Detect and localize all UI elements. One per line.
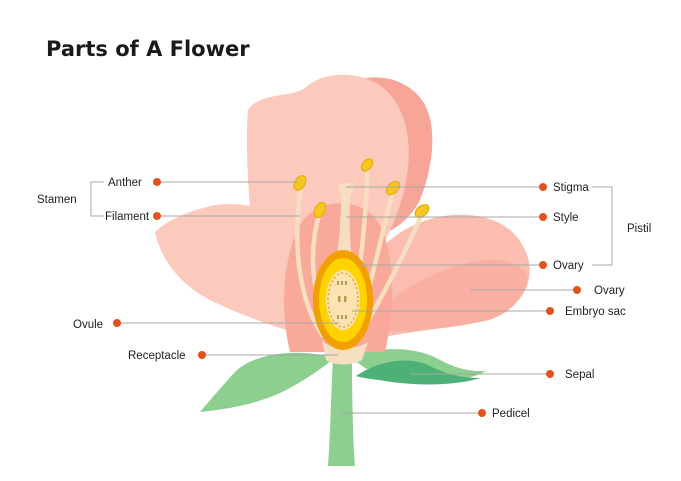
- label-anther: Anther: [108, 177, 142, 189]
- ovule-dotted: [327, 272, 359, 328]
- label-ovule: Ovule: [73, 319, 103, 331]
- sepal-right-shade: [356, 360, 480, 385]
- label-embryo-sac: Embryo sac: [565, 306, 626, 318]
- label-pedicel: Pedicel: [492, 408, 530, 420]
- label-sepal: Sepal: [565, 369, 594, 381]
- petal-upper: [246, 74, 409, 255]
- embryo-sac-dot: [546, 307, 554, 315]
- label-dots: [113, 178, 581, 417]
- stigma-dot: [539, 183, 547, 191]
- ovary-pistil-dot: [539, 261, 547, 269]
- receptacle: [322, 340, 368, 365]
- ovule-dot: [113, 319, 121, 327]
- label-ovary-petal: Ovary: [594, 285, 625, 297]
- anthers: [293, 158, 430, 219]
- anther-dot: [153, 178, 161, 186]
- style: [336, 182, 355, 262]
- ovary-petal-dot: [573, 286, 581, 294]
- ovary-cavity: [326, 270, 360, 330]
- labels: Anther Filament Stamen Ovule Receptacle …: [37, 177, 651, 420]
- label-stigma: Stigma: [553, 182, 589, 194]
- sepal-dot: [546, 370, 554, 378]
- pedicel-stem: [328, 355, 355, 466]
- flower-illustration: [155, 74, 530, 466]
- leader-lines: [90, 181, 613, 414]
- label-filament: Filament: [105, 211, 150, 223]
- pedicel-dot: [478, 409, 486, 417]
- receptacle-dot: [198, 351, 206, 359]
- label-pistil: Pistil: [627, 223, 651, 235]
- label-ovary-pistil: Ovary: [553, 260, 584, 272]
- petal-right-shade: [360, 259, 528, 332]
- embryo-sac-cells: [337, 281, 347, 319]
- sepal-left: [200, 352, 335, 412]
- label-receptacle: Receptacle: [128, 350, 186, 362]
- filament-dot: [153, 212, 161, 220]
- diagram-title: Parts of A Flower: [46, 37, 250, 61]
- label-style: Style: [553, 212, 579, 224]
- style-dot: [539, 213, 547, 221]
- label-stamen: Stamen: [37, 194, 77, 206]
